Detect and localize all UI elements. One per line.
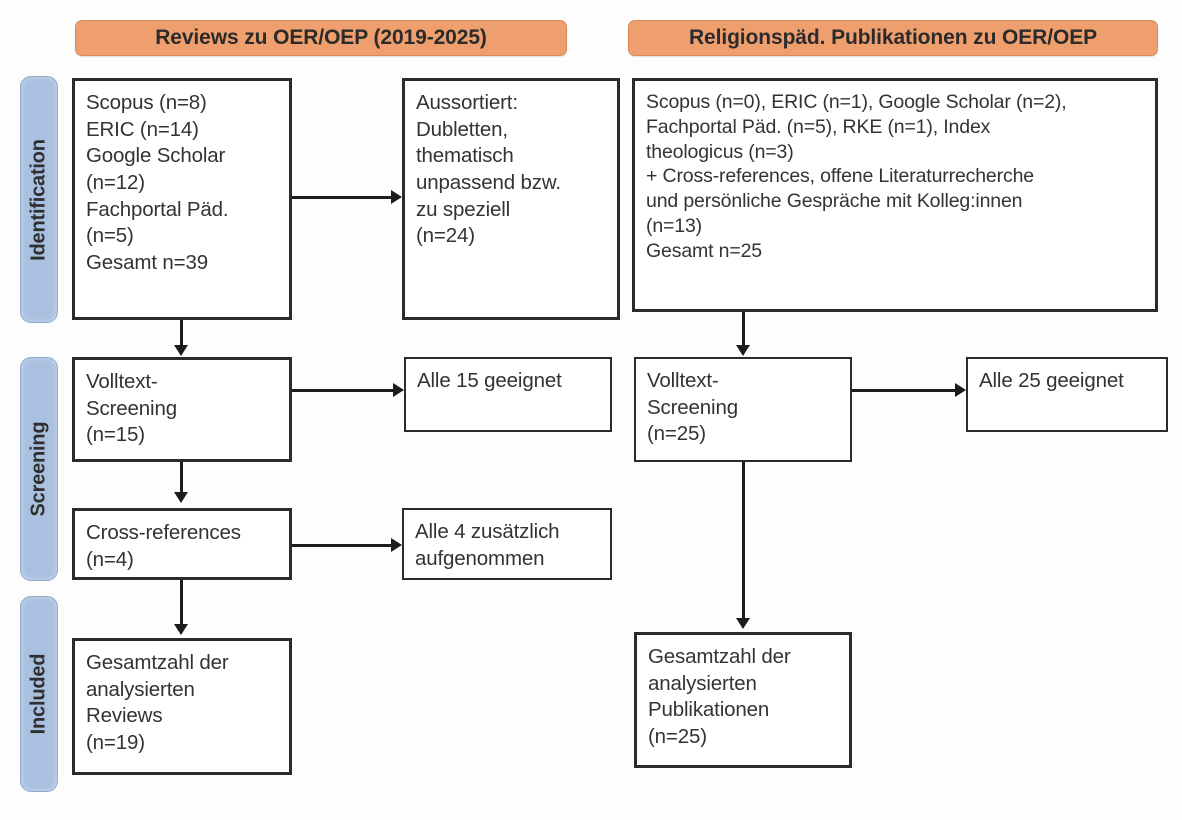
box-left-all-eligible: Alle 15 geeignet	[404, 357, 612, 432]
box-left-identification-sources: Scopus (n=8) ERIC (n=14) Google Scholar …	[72, 78, 292, 320]
stage-tab-identification-label: Identification	[27, 138, 50, 261]
arrowhead-right-screening-to-eligible	[955, 383, 966, 397]
connector-left-screening-to-eligible	[292, 389, 394, 392]
connector-left-crossrefs-to-included	[180, 580, 183, 626]
connector-right-screening-to-eligible	[852, 389, 956, 392]
stage-tab-included: Included	[20, 596, 58, 792]
box-right-identification-sources: Scopus (n=0), ERIC (n=1), Google Scholar…	[632, 78, 1158, 312]
arrowhead-left-crossrefs-to-added	[391, 538, 402, 552]
connector-left-screening-to-crossrefs	[180, 462, 183, 494]
column-header-reviews: Reviews zu OER/OEP (2019-2025)	[75, 20, 567, 56]
stage-tab-screening-label: Screening	[27, 421, 50, 517]
arrowhead-right-sources-to-screening	[736, 345, 750, 356]
connector-left-crossrefs-to-added	[292, 544, 392, 547]
stage-tab-identification: Identification	[20, 76, 58, 323]
connector-right-sources-to-screening	[742, 312, 745, 348]
box-right-all-eligible: Alle 25 geeignet	[966, 357, 1168, 432]
arrowhead-left-crossrefs-to-included	[174, 624, 188, 635]
arrowhead-left-screening-to-crossrefs	[174, 492, 188, 503]
connector-left-sources-to-excluded	[292, 196, 392, 199]
box-left-included-total: Gesamtzahl der analysierten Reviews (n=1…	[72, 638, 292, 775]
stage-tab-screening: Screening	[20, 357, 58, 581]
arrowhead-left-sources-to-screening	[174, 345, 188, 356]
box-left-fulltext-screening: Volltext- Screening (n=15)	[72, 357, 292, 462]
column-header-religionspaedagogische: Religionspäd. Publikationen zu OER/OEP	[628, 20, 1158, 56]
arrowhead-left-sources-to-excluded	[391, 190, 402, 204]
box-left-all-added: Alle 4 zusätzlich aufgenommen	[402, 508, 612, 580]
arrowhead-right-screening-to-included	[736, 618, 750, 629]
box-right-included-total: Gesamtzahl der analysierten Publikatione…	[634, 632, 852, 768]
connector-right-screening-to-included	[742, 462, 745, 620]
box-left-cross-references: Cross-references (n=4)	[72, 508, 292, 580]
stage-tab-included-label: Included	[27, 653, 50, 735]
arrowhead-left-screening-to-eligible	[393, 383, 404, 397]
box-left-excluded: Aussortiert: Dubletten, thematisch unpas…	[402, 78, 620, 320]
connector-left-sources-to-screening	[180, 320, 183, 348]
box-right-fulltext-screening: Volltext- Screening (n=25)	[634, 357, 852, 462]
